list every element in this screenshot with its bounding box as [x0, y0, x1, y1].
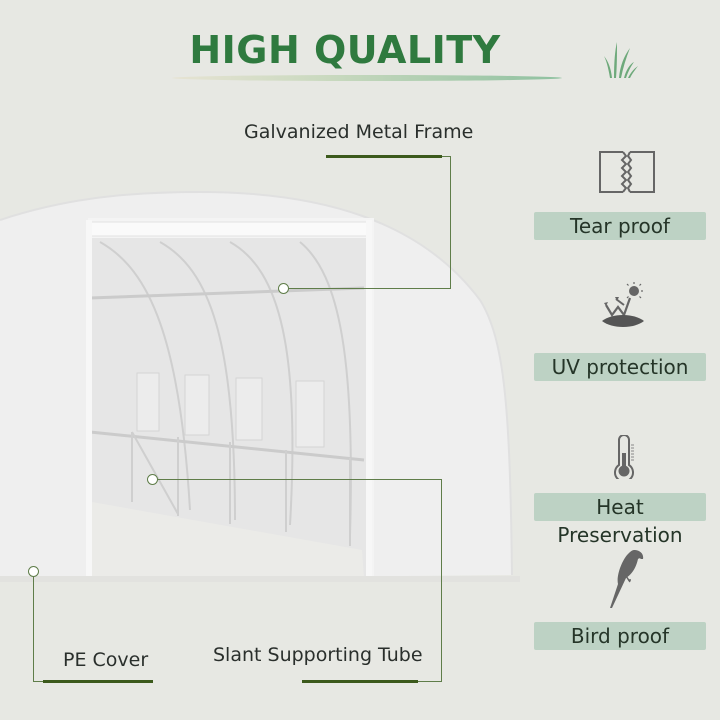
callout-frame-label: Galvanized Metal Frame: [244, 121, 474, 143]
feature-label-bird-proof: Bird proof: [534, 622, 706, 650]
callout-tube-label: Slant Supporting Tube: [213, 644, 423, 666]
callout-frame-dot: [278, 283, 289, 294]
thermometer-icon: [614, 435, 634, 479]
feature-label-heat-preservation: Heat Preservation: [534, 493, 706, 547]
callout-frame-hline-top: [442, 156, 450, 157]
greenhouse-image: [0, 190, 520, 582]
callout-tube-hline: [158, 479, 442, 480]
callout-frame-hline: [288, 288, 451, 289]
page-title: HIGH QUALITY: [189, 28, 501, 72]
callout-tube-dot: [147, 474, 158, 485]
callout-cover-dot: [28, 566, 39, 577]
callout-tube-vline: [441, 479, 442, 682]
callout-tube-hline-bottom: [418, 681, 442, 682]
callout-tube-bar: [302, 680, 418, 683]
callout-cover-vline: [33, 577, 34, 682]
callout-frame-bar: [326, 155, 442, 158]
callout-cover-bar: [43, 680, 153, 683]
title-underline: [172, 75, 562, 81]
feature-label-tear-proof: Tear proof: [534, 212, 706, 240]
sun-uv-shield-icon: [602, 282, 644, 327]
callout-frame-vline: [450, 156, 451, 289]
grass-icon: [604, 42, 638, 78]
parrot-icon: [610, 550, 644, 608]
feature-label-uv-protection: UV protection: [534, 353, 706, 381]
callout-cover-hline: [33, 681, 43, 682]
torn-paper-icon: [599, 151, 655, 193]
callout-cover-label: PE Cover: [63, 649, 149, 671]
